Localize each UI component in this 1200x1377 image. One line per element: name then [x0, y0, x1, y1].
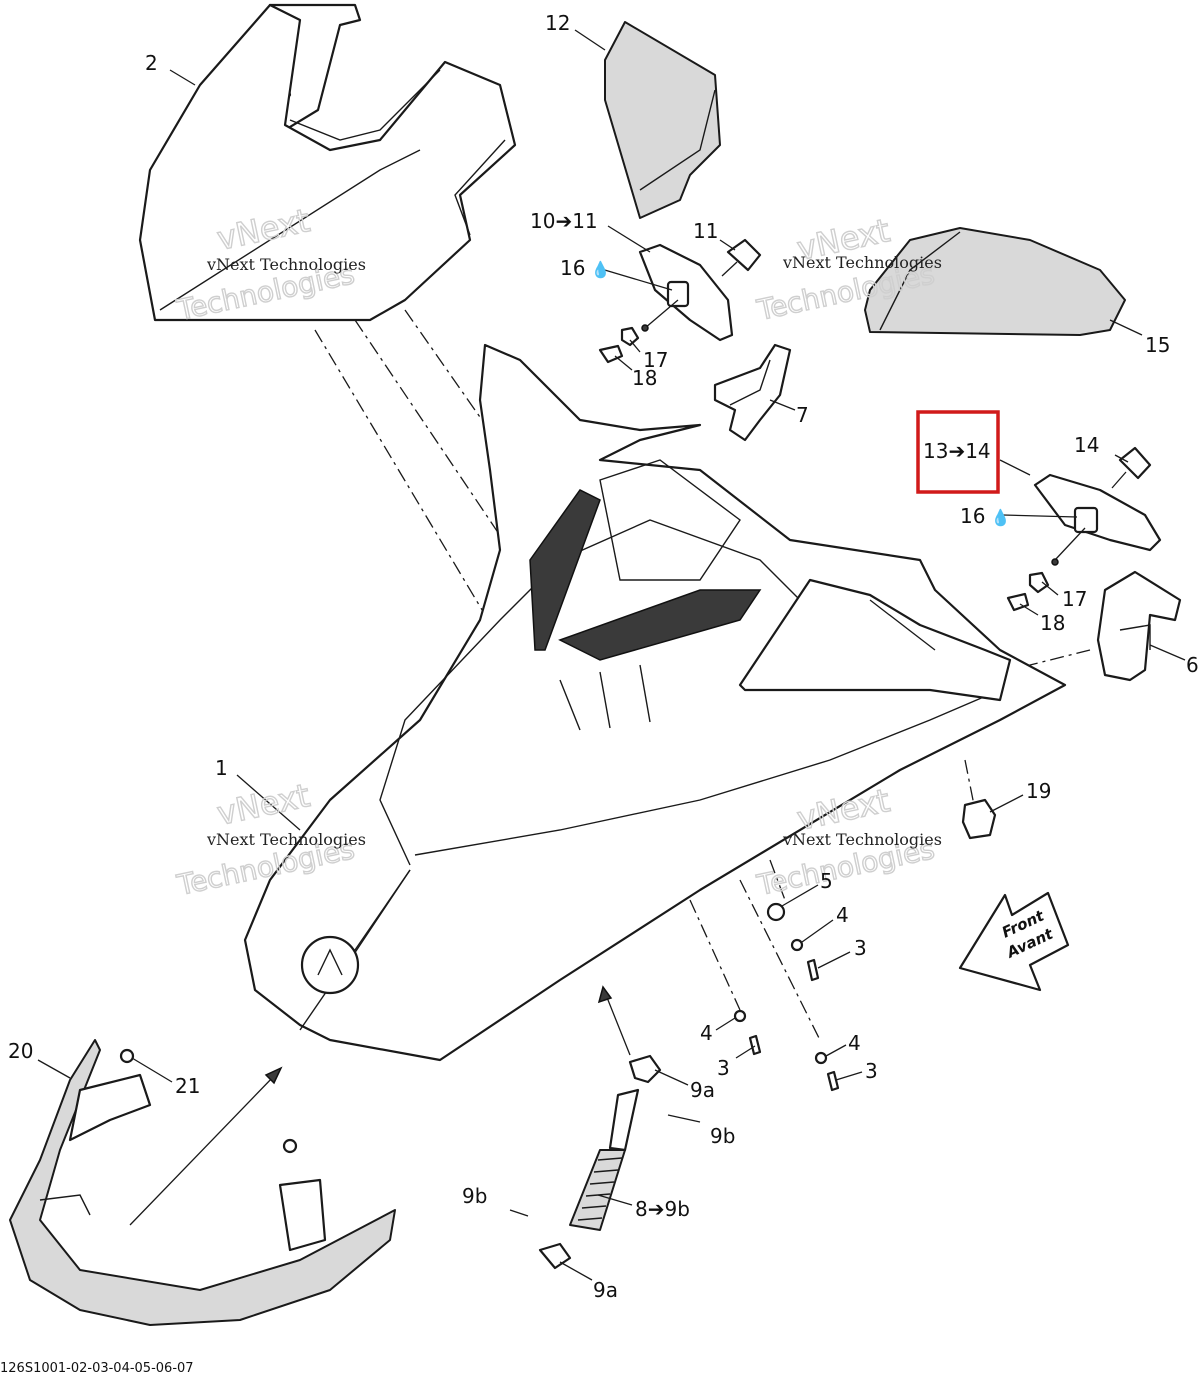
callout-11: 11	[693, 219, 718, 243]
part-1-hood	[243, 343, 1067, 1062]
callout-9a-lower: 9a	[593, 1278, 618, 1302]
callout-18-right: 18	[1040, 611, 1065, 635]
callout-21: 21	[175, 1074, 200, 1098]
part-6-bracket	[1096, 570, 1182, 682]
watermark-company-b: vNext Technologies	[782, 253, 942, 272]
callout-4-a: 4	[836, 903, 849, 927]
part-13-mirror-right	[1006, 473, 1162, 612]
callout-4-c: 4	[848, 1031, 861, 1055]
callout-9b-right: 9b	[710, 1124, 735, 1148]
part-15-deflector	[864, 227, 1126, 336]
callout-3-a: 3	[854, 936, 867, 960]
watermark-company-c: vNext Technologies	[206, 830, 366, 849]
callout-1: 1	[215, 756, 228, 780]
part-8-shock-strut	[509, 1054, 701, 1270]
callout-3-b: 3	[717, 1056, 730, 1080]
part-7-bracket	[713, 343, 792, 442]
drawing-reference-code: 126S1001-02-03-04-05-06-07	[0, 1361, 194, 1376]
callout-5: 5	[820, 869, 833, 893]
callout-7: 7	[796, 403, 809, 427]
callout-4-b: 4	[700, 1021, 713, 1045]
callout-10: 10➔11	[530, 209, 598, 233]
watermark-company-a: vNext Technologies	[206, 255, 366, 274]
fasteners-3-4-5	[733, 902, 840, 1092]
callout-9a-upper: 9a	[690, 1078, 715, 1102]
watermark-company-d: vNext Technologies	[782, 830, 942, 849]
callout-18-upper: 18	[632, 366, 657, 390]
callout-17-right: 17	[1062, 587, 1087, 611]
callout-2: 2	[145, 51, 158, 75]
part-2-windshield	[138, 3, 517, 322]
callout-9b-left: 9b	[462, 1184, 487, 1208]
callout-12: 12	[545, 11, 570, 35]
callout-16-upper: 16 💧	[560, 256, 610, 280]
callout-19: 19	[1026, 779, 1051, 803]
callout-13: 13➔14	[923, 439, 991, 463]
front-direction-arrow: Front Avant	[958, 891, 1070, 992]
callout-15: 15	[1145, 333, 1170, 357]
assembly-arrows	[129, 985, 631, 1226]
callout-20: 20	[8, 1039, 33, 1063]
callout-16-right: 16 💧	[960, 504, 1010, 528]
part-20-belly-pan	[9, 1039, 396, 1326]
callout-14: 14	[1074, 433, 1099, 457]
part-21-fastener	[119, 1048, 298, 1154]
callout-3-c: 3	[865, 1059, 878, 1083]
watermark-line1-c: vNext	[214, 776, 313, 833]
callout-leaders	[37, 29, 1186, 1281]
callout-8: 8➔9b	[635, 1197, 690, 1221]
part-14-knob-right	[1111, 446, 1152, 489]
highlighted-callout-13-14[interactable]: 13➔14	[916, 410, 1000, 494]
callout-labels: 2 12 10➔11 11 16 💧 17 18 7 15 14 16 💧 17…	[8, 11, 1199, 1302]
part-10-mirror-upper	[598, 243, 734, 364]
callout-6: 6	[1186, 653, 1199, 677]
callout-17-upper: 17	[643, 348, 668, 372]
part-19-clip	[961, 798, 997, 840]
part-11-knob-upper	[721, 238, 762, 277]
part-12-panel	[604, 21, 721, 219]
highlight-box	[916, 410, 1000, 494]
